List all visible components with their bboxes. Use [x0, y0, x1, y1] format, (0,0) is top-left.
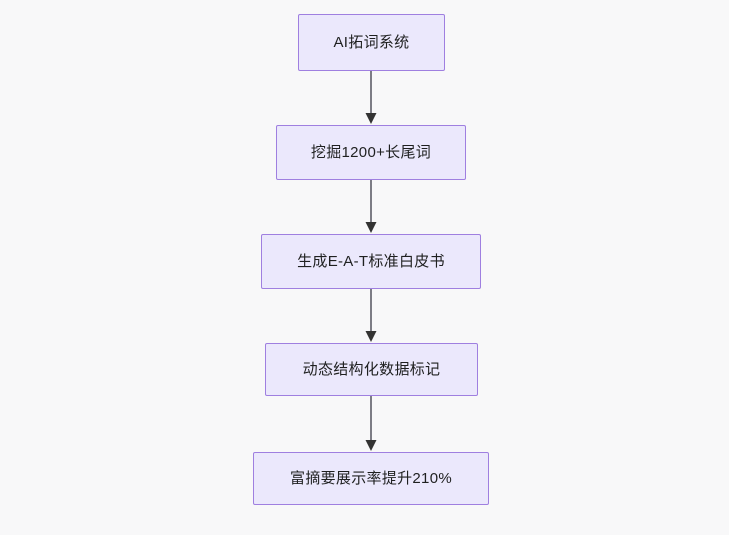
connector-node1-node2	[363, 71, 379, 125]
connector-node4-node5	[363, 396, 379, 452]
flowchart-node-structured-data-markup[interactable]: 动态结构化数据标记	[265, 343, 478, 396]
connector-node3-node4	[363, 289, 379, 343]
connector-node2-node3	[363, 180, 379, 234]
node-label: AI拓词系统	[333, 34, 410, 51]
node-label: 生成E-A-T标准白皮书	[297, 253, 445, 270]
node-label: 动态结构化数据标记	[302, 361, 441, 378]
node-label: 富摘要展示率提升210%	[290, 470, 452, 487]
flowchart-node-ai-keyword-system[interactable]: AI拓词系统	[298, 14, 445, 71]
flowchart-node-rich-snippet-result[interactable]: 富摘要展示率提升210%	[253, 452, 489, 505]
flowchart-node-eat-whitepaper[interactable]: 生成E-A-T标准白皮书	[261, 234, 481, 289]
node-label: 挖掘1200+长尾词	[310, 144, 432, 161]
flowchart-node-longtail-keywords[interactable]: 挖掘1200+长尾词	[276, 125, 466, 180]
